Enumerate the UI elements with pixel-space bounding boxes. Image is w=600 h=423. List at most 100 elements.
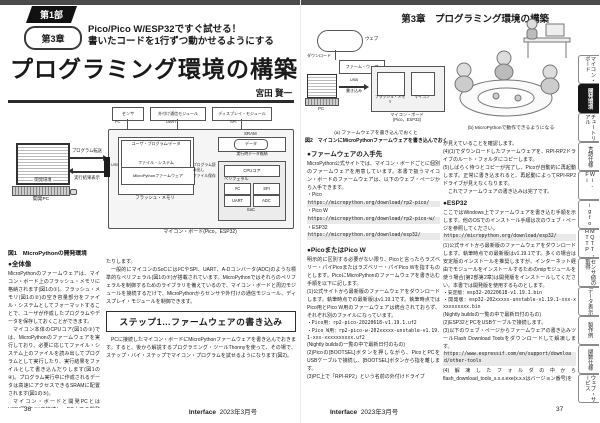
article-subtitle: Pico/Pico W/ESP32ですぐ試せる！ 書いたコードを1行ずつ動かせる…: [88, 24, 274, 48]
chapter-badge: 第3章: [24, 26, 82, 50]
left-body-wide-block: たりします。 一般的にマイコンのSoCにはI²CやSPI、UART、A-Dコンバ…: [106, 258, 296, 410]
body-paragraph: が見えていることを確認します。: [443, 141, 518, 147]
figure1-pc-monitor: 開発環境: [16, 143, 70, 185]
figure1-file-system-label: ファイル・システム: [138, 160, 174, 166]
body-paragraph: (5)しばらく待つとコピーが完了し、Picoが自動的に再起動します。正常に書き込…: [443, 165, 576, 187]
figure1-display-module-box: ディスプレイ・モジュール: [212, 107, 272, 121]
figure2b-caption: (b) MicroPythonで動作できるようになる: [467, 126, 555, 131]
figure2a-keyboard: [305, 98, 339, 106]
figure1-arrowhead-left: [68, 168, 73, 174]
figure2a-board-label: マイコン・ボード (Pico，ESP32): [371, 112, 443, 122]
left-body-column1: ●全体像 MicroPythonのファームウェアは、マイコン・ボード上のフラッシ…: [8, 258, 100, 408]
body-paragraph: (1)公式サイトから最新版のファームウェアをダウンロードします。執筆時点での最新…: [443, 242, 576, 289]
journal-name: Interface: [330, 409, 358, 416]
body-paragraph: 明示的に区別する必要がない限り、Picoと言ったらラズベリー・パイPicoまたは…: [307, 257, 440, 288]
figure1-caption: 図1 MicroPythonの開発環境: [8, 251, 87, 257]
side-tab-wifi: Wi-Fi: [578, 171, 599, 200]
side-tab-function-spec: 関数仕様: [578, 345, 599, 374]
subtitle-line1: Pico/Pico W/ESP32ですぐ試せる！: [88, 24, 242, 35]
url-pico: https://micropython.org/download/rp2-pic…: [307, 200, 440, 208]
list-item-pico-w: ・Pico W: [307, 208, 328, 215]
figure1-comm-module-box: 外付け通信モジュール: [150, 107, 206, 121]
figure1-usb-connector: [104, 157, 110, 177]
figure1-user-program-label: ユーザ・プログラム/データ: [131, 141, 181, 146]
figure1-mouse: [70, 189, 77, 195]
figure2a-caption: (a) ファームウェアを書き込んでおくと: [334, 131, 418, 136]
figure2a-flash-chip: [377, 72, 405, 96]
figure1-sram-title: SRAM: [244, 131, 257, 136]
figure1-cpu-box: CPUコア: [224, 165, 280, 177]
figure1-line: [241, 119, 242, 129]
figure1-pc-screen-label: 開発環境: [33, 177, 53, 183]
figure2a-arrowhead: [364, 83, 369, 90]
file-pico-uf2: ・Pico用：rp2-pico-20220618-v1.19.1.uf2: [307, 321, 417, 327]
figure1-arrow-result-label: 実行結果表示: [74, 175, 100, 180]
figure1-flash-label: フラッシュ・メモリ: [135, 195, 175, 200]
figure1-bus-spi: SPI: [230, 119, 237, 124]
side-tab-sensor-value: センサ値の取得: [578, 258, 599, 287]
figure2b-illustration: [454, 18, 571, 117]
figure1-io-note2: ファイル保存: [193, 174, 216, 178]
body-paragraph: (4)解凍したフォルダの中からflash_download_tools_x.x.…: [443, 367, 576, 382]
figure1-pc-label: 開発PC: [32, 197, 50, 202]
overview-heading: ●全体像: [8, 261, 32, 268]
body-paragraph: マイコン・ボードと開発PCとはUSB(図1の⑥)で接続し、PC上での開発環境で作…: [8, 399, 100, 408]
right-body-column-left: ●ファームウェアの入手先 MicroPython公式サイトでは、マイコン・ボード…: [307, 148, 440, 404]
figure1-arrow-send: [68, 157, 104, 159]
file-pico-w-uf2: ・Pico W用：rp2-pico-w-202xxxxx-unstable-v1…: [307, 328, 440, 341]
figure1-line: [177, 119, 178, 129]
file-esp32-stable: ・安定版：esp32-20220618-v1.19.1.bin: [443, 290, 543, 296]
figure1-firmware-box: MicroPythonファームウェア: [121, 167, 195, 185]
figure2a-mcu-label: マイコン: [414, 95, 430, 99]
figure1-soc-label: SoC: [246, 207, 256, 212]
figure2a-cloud: [317, 30, 363, 52]
step1-heading-box: ステップ1…ファームウェアの書き込み: [106, 311, 296, 332]
figure2a-download-line: [335, 50, 336, 60]
body-paragraph: MicroPython公式サイトでは、マイコン・ボードごとに個別のファームウェア…: [307, 161, 440, 191]
figure1-sram-note: 実行時データ格納: [236, 151, 268, 156]
figure1-user-program-box: ユーザ・プログラム/データ ファイル・システム: [121, 140, 191, 168]
list-item-esp32: ・ESP32: [307, 224, 328, 231]
journal-issue: 2023年3月号: [360, 409, 399, 416]
figure1-peripheral-uart: UART: [224, 195, 251, 207]
figure2a-board-label2: (Pico，ESP32): [392, 117, 422, 123]
side-tab-dev-env: 開発環境: [578, 84, 599, 113]
author-name: 宮田 賢一: [255, 88, 292, 98]
figure1-keyboard: [12, 186, 70, 196]
body-paragraph: PCに接続したマイコン・ボードにMicroPythonファームウェアを書き込んで…: [106, 337, 296, 359]
body-paragraph: マイコン本体のCPUコア(図1の③)では、MicroPythonのファームウェア…: [8, 327, 100, 397]
body-paragraph: これでファームウェアの書き込みは完了です。: [448, 189, 553, 195]
url-esp32: https://micropython.org/download/esp32/: [307, 233, 440, 241]
list-item-pico: ・Pico: [307, 192, 322, 198]
side-tab-data-display: データ表示: [578, 287, 599, 316]
pico-section-heading: ●PicoまたはPico W: [307, 247, 366, 255]
figure1-io-note1: プログラム読み出し: [193, 163, 216, 172]
figure1-peripheral-spi: SPI: [253, 183, 280, 195]
esp32-section-heading: ●ESP32: [443, 200, 468, 207]
figure1-arrow-send-label: プログラム転送: [72, 148, 102, 153]
figure2a-usb-label: USB: [349, 77, 359, 82]
body-paragraph: (3)PC上で「RPI-RP2」という名前の外付けドライブ: [307, 374, 425, 381]
figure2a-board-label1: マイコン・ボード: [390, 112, 424, 117]
figure2a-pc-monitor: [307, 74, 337, 98]
nightly-note: (Nightly buildsの一覧の中で最新日付のもの): [307, 341, 406, 348]
body-paragraph: たりします。: [106, 259, 136, 265]
body-paragraph: MicroPythonのファームウェアは、マイコン・ボード上のフラッシュ・メモリ…: [8, 271, 100, 325]
figure1-diagram: センサ I²C 外付け通信モジュール UART ディスプレイ・モジュール SPI…: [8, 107, 296, 247]
figure2-caption: 図2 マイコンにMicroPythonファームウェアを書き込んでおく: [305, 138, 448, 144]
figure1-arrow-result: [72, 171, 108, 173]
figure1-sram-data: データ: [234, 139, 268, 150]
side-tab-tutorial: チュートリアル: [578, 113, 599, 142]
figure1-board-label: マイコン・ボード(Pico，ESP32): [163, 229, 237, 235]
figure2a-diagram: ウェブ ダウンロード ファーム・ウェア PC USB 書き込み フラッシュ・メモ…: [305, 30, 447, 128]
body-paragraph: ここではWindows上でファームウェアを書き込む手順を示します。他のOSでのイ…: [443, 210, 576, 232]
figure1-peripheral-adc: ADC: [253, 195, 280, 207]
figure1-bus-uart: UART: [166, 119, 177, 124]
figure2a-download-label: ダウンロード: [307, 53, 331, 58]
subtitle-line2: 書いたコードを1行ずつ動かせるようにする: [88, 35, 274, 47]
url-esp32-download: https://micropython.org/download/esp32/: [443, 234, 576, 241]
figure1-sensor-box: センサ: [112, 107, 144, 121]
url-espressif-tools: https://www.espressif.com/en/support/dow…: [443, 352, 576, 366]
figure1-usb-label: USB: [111, 162, 119, 167]
